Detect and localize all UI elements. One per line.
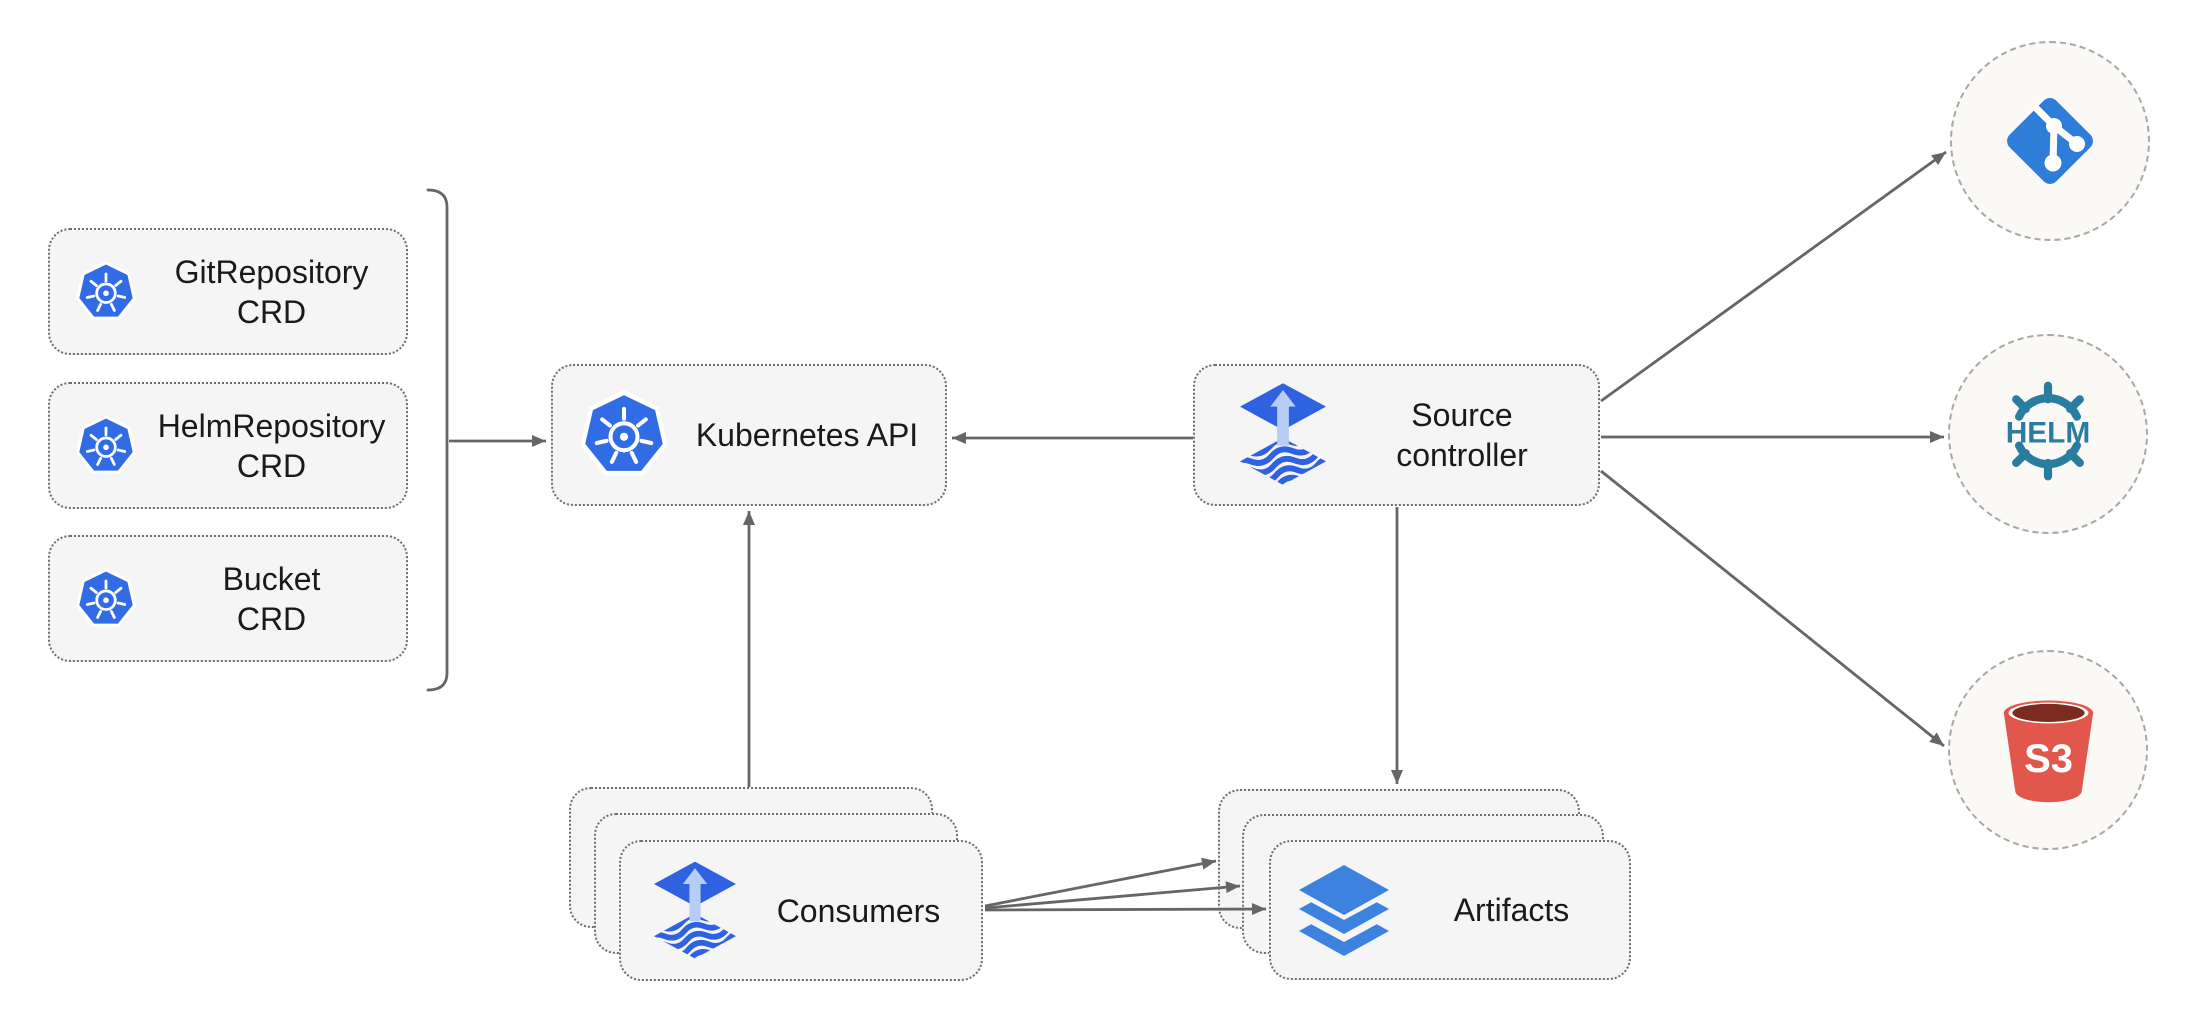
kubernetes-icon [75, 414, 137, 477]
gitrepository-crd-node: GitRepository CRD [48, 228, 408, 355]
arrow-consumers-to-artifacts-2 [984, 881, 1241, 910]
git-endpoint [1950, 41, 2150, 241]
artifacts-label: Artifacts [1453, 892, 1570, 928]
consumers-label: Consumers [776, 892, 941, 929]
kubernetes-icon [75, 567, 137, 630]
helm-icon: HELM [1995, 381, 2101, 487]
kubernetes-api-node: Kubernetes API [551, 364, 947, 506]
source-controller-label: Source controller [1396, 397, 1528, 473]
kubernetes-api-label: Kubernetes API [695, 417, 919, 453]
helm-wordmark: HELM [2006, 417, 2091, 450]
kubernetes-icon [75, 260, 137, 323]
arrow-consumers-to-artifacts-1 [984, 857, 1217, 908]
git-icon [1998, 89, 2102, 193]
bucket-crd-node: Bucket CRD [48, 535, 408, 662]
flux-icon [1240, 383, 1326, 487]
s3-endpoint: S3 [1948, 650, 2148, 850]
source-controller-node: Source controller [1193, 364, 1600, 506]
kubernetes-icon [579, 390, 669, 480]
helmrepository-crd-node: HelmRepository CRD [48, 382, 408, 509]
gitrepository-crd-label: GitRepository CRD [174, 253, 369, 330]
artifacts-node: Artifacts [1269, 840, 1631, 980]
arrow-source-controller-to-s3 [1600, 469, 1945, 748]
s3-wordmark: S3 [2024, 737, 2073, 781]
crd-group-brace [426, 188, 449, 692]
flux-icon [654, 860, 736, 962]
layers-icon [1294, 861, 1394, 959]
bucket-crd-label: Bucket CRD [222, 560, 321, 637]
consumers-node: Consumers [619, 840, 983, 981]
helmrepository-crd-label: HelmRepository CRD [157, 407, 386, 484]
helm-endpoint: HELM [1948, 334, 2148, 534]
s3-bucket-icon: S3 [1996, 692, 2101, 808]
arrow-source-controller-to-git [1600, 150, 1947, 403]
